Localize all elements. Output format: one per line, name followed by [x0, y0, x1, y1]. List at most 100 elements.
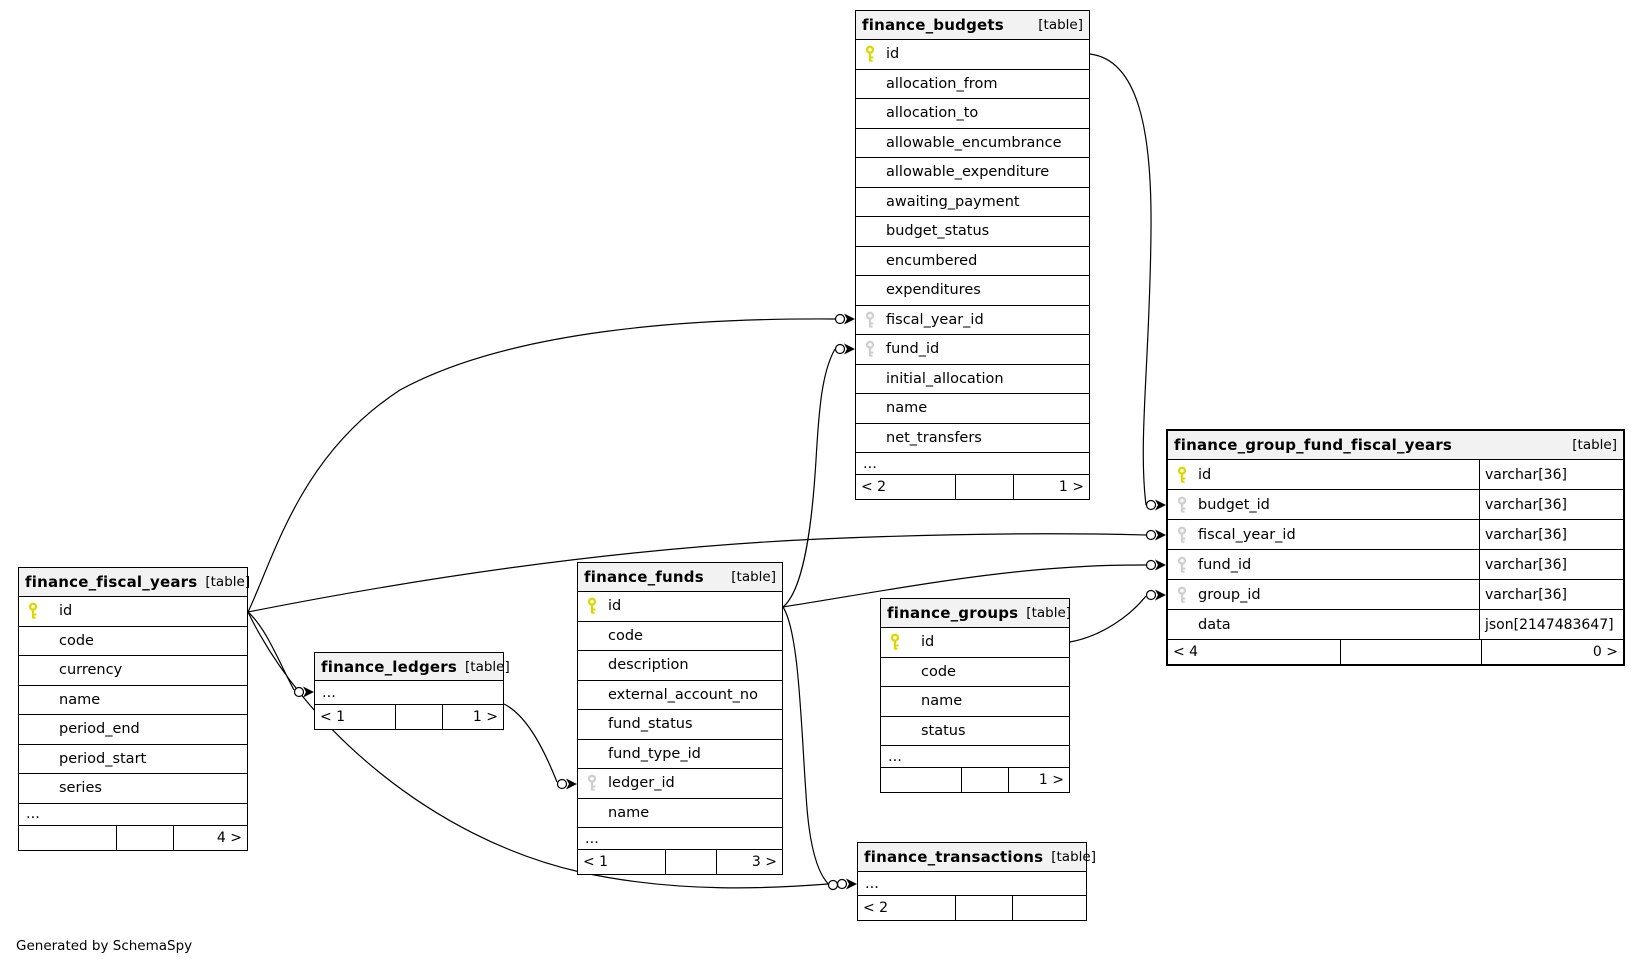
foreign-key-icon: [586, 774, 598, 792]
column-row: initial_allocation: [856, 364, 1089, 394]
column-row: expenditures: [856, 276, 1089, 306]
table-footer: < 1 1 >: [315, 705, 503, 729]
table-finance-ledgers[interactable]: finance_ledgers [table] ... < 1 1 >: [314, 652, 510, 730]
column-type: varchar[36]: [1479, 550, 1623, 579]
rel-groups-gffy: [1069, 595, 1147, 643]
column-name: name: [921, 693, 963, 710]
table-header[interactable]: finance_ledgers [table]: [315, 653, 510, 681]
column-row: fund_id: [856, 335, 1089, 365]
column-row: series: [19, 774, 247, 804]
column-name: allowable_expenditure: [886, 164, 1050, 181]
column-name: id: [921, 634, 935, 651]
table-finance-groups[interactable]: finance_groups [table] id code name stat…: [880, 598, 1072, 793]
more-columns-ellipsis: ...: [315, 681, 503, 705]
column-name: period_end: [59, 721, 140, 738]
column-row: code: [881, 657, 1069, 687]
column-name: id: [608, 598, 622, 615]
column-type: varchar[36]: [1479, 460, 1623, 489]
parent-count: < 1: [578, 850, 666, 874]
column-row: id: [578, 592, 782, 622]
footer-spacer: [956, 475, 1015, 499]
parent-count: < 2: [856, 475, 957, 499]
parent-count: < 1: [315, 705, 396, 729]
footer-spacer: [956, 896, 1014, 920]
parent-count: < 4: [1168, 640, 1341, 664]
table-title: finance_ledgers: [321, 657, 458, 676]
column-row: ledger_id: [578, 769, 782, 799]
table-finance-transactions[interactable]: finance_transactions [table] ... < 2: [857, 842, 1096, 921]
child-count: 0 >: [1592, 644, 1618, 660]
table-finance-group-fund-fiscal-years[interactable]: finance_group_fund_fiscal_years [table] …: [1166, 429, 1625, 666]
column-row: allowable_encumbrance: [856, 128, 1089, 158]
more-columns-ellipsis: ...: [881, 746, 1069, 768]
column-type: varchar[36]: [1479, 490, 1623, 519]
primary-key-icon: [864, 45, 876, 63]
column-name: code: [608, 627, 643, 644]
table-footer: 4 >: [19, 825, 247, 850]
rel-fiscalyears-gffy: [247, 533, 1147, 613]
column-row: id: [881, 628, 1069, 658]
table-header[interactable]: finance_transactions [table]: [858, 843, 1096, 872]
column-name: group_id: [1198, 586, 1261, 603]
table-title: finance_funds: [584, 568, 704, 586]
column-name: external_account_no: [608, 686, 758, 703]
column-row: description: [578, 651, 782, 681]
rel-ledgers-funds: [503, 703, 558, 783]
table-header[interactable]: finance_fiscal_years [table]: [19, 568, 250, 597]
column-row: name: [856, 394, 1089, 424]
column-row: currency: [19, 656, 247, 686]
table-header[interactable]: finance_groups [table]: [881, 599, 1072, 628]
table-tag: [table]: [1026, 605, 1072, 621]
column-name: fund_type_id: [608, 745, 701, 762]
table-footer: < 4 0 >: [1168, 640, 1623, 664]
column-name: data: [1198, 616, 1231, 633]
primary-key-icon: [1176, 466, 1188, 483]
child-count: [1013, 896, 1086, 920]
column-row: fund_status: [578, 710, 782, 740]
primary-key-icon: [586, 597, 598, 615]
column-row: allocation_to: [856, 99, 1089, 129]
table-tag: [table]: [465, 658, 510, 675]
column-row: fund_type_id: [578, 739, 782, 769]
foreign-key-icon: [1176, 526, 1188, 543]
column-name: net_transfers: [886, 429, 982, 446]
column-name: name: [59, 691, 101, 708]
column-row: status: [881, 716, 1069, 746]
column-row: encumbered: [856, 246, 1089, 276]
column-row: name: [19, 685, 247, 715]
table-finance-fiscal-years[interactable]: finance_fiscal_years [table] id code cur…: [18, 567, 250, 851]
column-row: name: [881, 687, 1069, 717]
column-row: code: [19, 626, 247, 656]
column-type: varchar[36]: [1479, 520, 1623, 549]
column-name: name: [608, 804, 650, 821]
table-title: finance_fiscal_years: [25, 573, 198, 591]
column-row: net_transfers: [856, 423, 1089, 453]
table-footer: < 2: [858, 896, 1086, 920]
footer-spacer: [396, 705, 443, 729]
column-name: allocation_to: [886, 105, 979, 122]
table-finance-budgets[interactable]: finance_budgets [table] id allocation_fr…: [855, 10, 1090, 500]
column-name: id: [1198, 466, 1212, 483]
table-title: finance_groups: [887, 604, 1019, 622]
table-header[interactable]: finance_budgets [table]: [856, 11, 1089, 40]
table-finance-funds[interactable]: finance_funds [table] id code descriptio…: [577, 562, 783, 875]
table-header[interactable]: finance_group_fund_fiscal_years [table]: [1168, 431, 1623, 460]
column-name: allocation_from: [886, 75, 998, 92]
column-name: expenditures: [886, 282, 981, 299]
table-footer: < 2 1 >: [856, 475, 1089, 499]
column-name: id: [886, 46, 900, 63]
table-title: finance_transactions: [864, 848, 1044, 866]
more-columns-ellipsis: ...: [856, 453, 1089, 475]
table-tag: [table]: [731, 569, 776, 585]
table-title: finance_group_fund_fiscal_years: [1174, 436, 1453, 454]
foreign-key-icon: [1176, 496, 1188, 513]
table-header[interactable]: finance_funds [table]: [578, 563, 782, 592]
column-name: budget_status: [886, 223, 990, 240]
column-name: status: [921, 722, 966, 739]
column-name: encumbered: [886, 252, 978, 269]
table-footer: < 1 3 >: [578, 850, 782, 874]
column-row: external_account_no: [578, 680, 782, 710]
